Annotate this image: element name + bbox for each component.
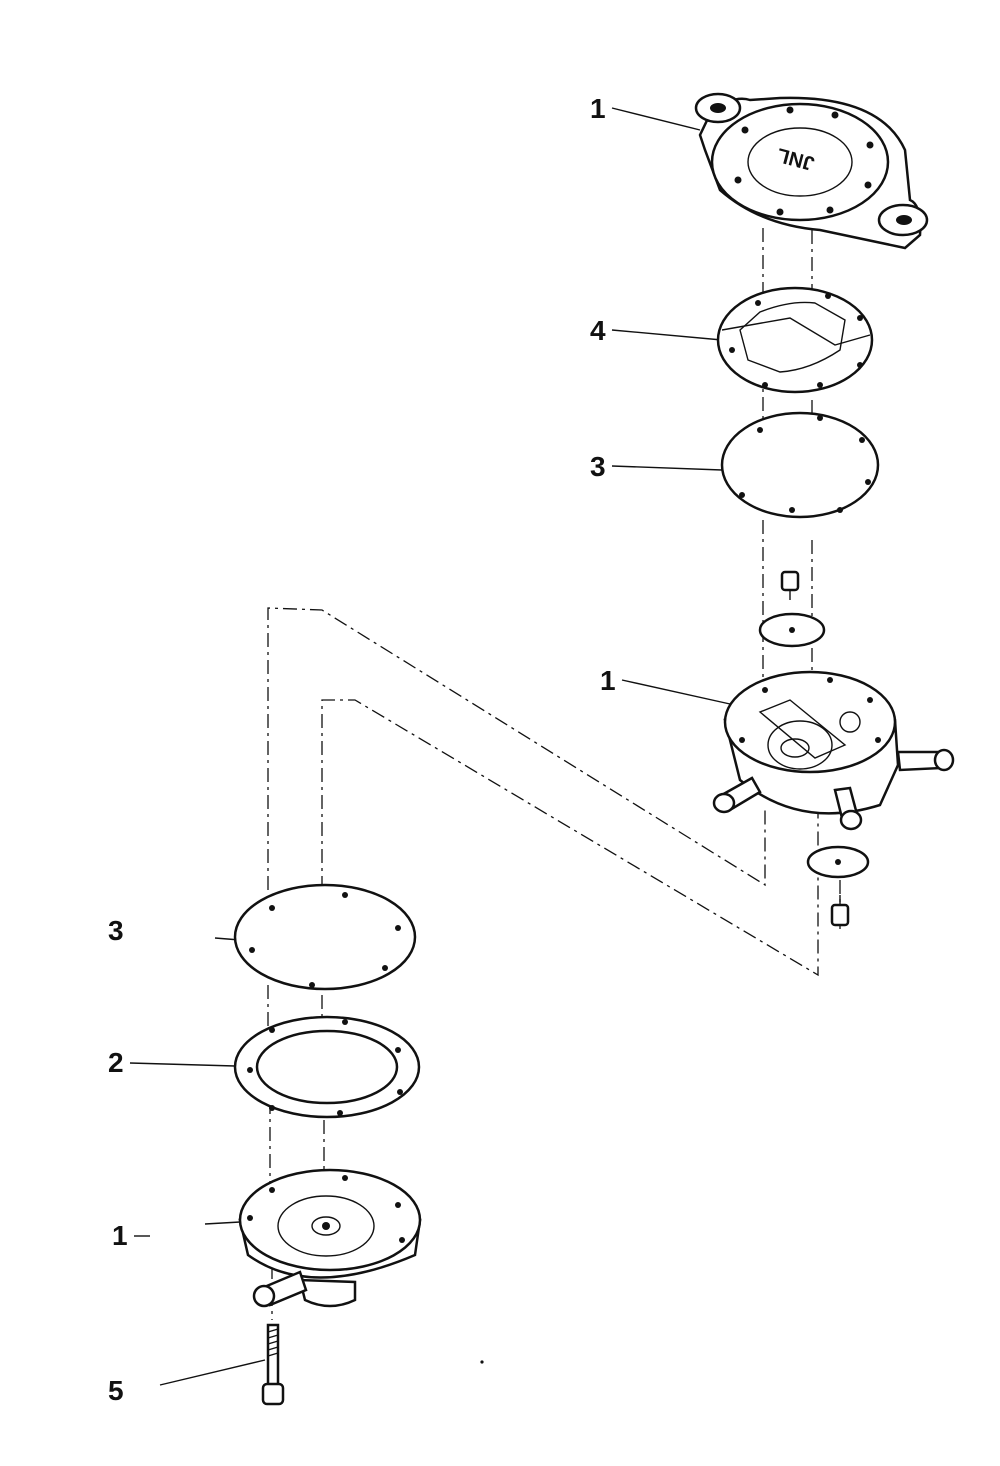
cap-screw-head <box>261 1382 285 1406</box>
bolt-holes <box>249 892 401 988</box>
callout-label-top-housing: 1 <box>590 93 606 124</box>
leader-line-bottom-housing-b <box>204 1221 241 1225</box>
callout-label-bottom-housing: 1 <box>112 1220 128 1251</box>
fitting-left-nut <box>712 792 736 814</box>
bottom-housing-boss <box>298 1278 357 1308</box>
upper-screw-and-washer <box>758 570 826 648</box>
bottom-housing-shaft <box>311 1216 341 1236</box>
mounting-hole <box>896 215 912 225</box>
bottom-fitting-nut <box>252 1284 276 1308</box>
lower-washer-and-screw <box>806 845 870 927</box>
bolt-holes <box>247 1175 405 1243</box>
bottom-housing-part <box>238 1168 422 1308</box>
callout-label-cap-screw: 5 <box>108 1375 124 1406</box>
ring-gasket-inner <box>255 1029 399 1105</box>
bottom-housing-recess <box>277 1195 375 1257</box>
center-body-shaft <box>780 738 810 758</box>
upper-screw-head <box>780 570 800 592</box>
lower-diaphragm-disc <box>233 883 417 991</box>
bottom-housing-center-hole <box>322 1222 330 1230</box>
leader-line-top-diaphragm <box>611 465 723 471</box>
center-body-part <box>712 670 955 831</box>
callout-label-top-diaphragm: 3 <box>590 451 606 482</box>
fitting-right-nut <box>933 748 955 772</box>
bolt-holes <box>734 106 874 216</box>
washer-hole <box>835 859 841 865</box>
washer-hole <box>789 627 795 633</box>
top-housing-face <box>710 102 890 222</box>
mounting-hole <box>710 103 726 113</box>
leader-line-cap-screw <box>159 1359 266 1386</box>
center-body-channel <box>758 699 847 759</box>
routing-line-inner <box>321 699 819 977</box>
bolt-holes <box>739 415 871 513</box>
lower-screw-head <box>830 903 850 927</box>
routing-line-outer <box>267 607 766 890</box>
leader-lines <box>129 107 731 1386</box>
leader-line-top-gasket <box>611 329 723 341</box>
top-gasket-part <box>716 286 874 394</box>
callout-label-lower-diaphragm: 3 <box>108 915 124 946</box>
callout-label-center-body: 1 <box>600 665 616 696</box>
bolt-holes <box>247 1019 403 1116</box>
bolt-holes <box>739 677 881 743</box>
top-housing-part: JNL <box>694 92 929 250</box>
callout-label-top-gasket: 4 <box>590 315 606 346</box>
cap-screw-part <box>261 1323 285 1406</box>
center-body-port <box>839 711 861 733</box>
bottom-housing-top <box>238 1168 422 1272</box>
center-body-bore <box>767 720 833 770</box>
callout-labels: 1 4 3 1 3 2 1 5 <box>108 93 616 1406</box>
leader-line-center-body <box>621 679 731 705</box>
stray-mark <box>480 1360 484 1364</box>
top-diaphragm-disc <box>720 411 880 519</box>
cap-screw-threads <box>267 1328 279 1357</box>
bolt-holes <box>729 293 863 388</box>
lower-ring-gasket-part <box>233 1015 421 1119</box>
top-gasket-bridge <box>721 317 871 346</box>
top-diaphragm-part <box>720 411 880 519</box>
lower-diaphragm-part <box>233 883 417 991</box>
top-gasket-cutout <box>739 301 846 373</box>
leader-line-top-housing <box>611 107 701 131</box>
fitting-front-nut <box>839 809 863 831</box>
callout-label-lower-ring-gasket: 2 <box>108 1047 124 1078</box>
top-housing-recess <box>747 127 853 197</box>
leader-line-lower-ring-gasket <box>129 1062 236 1067</box>
